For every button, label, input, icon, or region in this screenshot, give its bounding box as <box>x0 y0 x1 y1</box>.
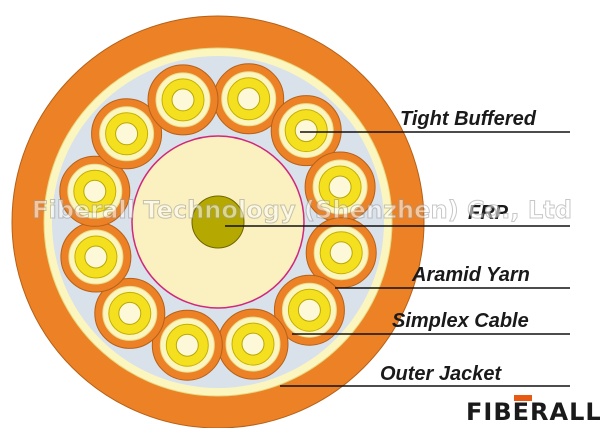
optical-fiber <box>83 179 107 203</box>
leader-lines <box>225 131 570 387</box>
simplex-cable <box>217 308 289 380</box>
label-simplex-cable: Simplex Cable <box>392 310 529 332</box>
optical-fiber <box>84 245 108 269</box>
simplex-cable <box>59 155 131 227</box>
simplex-cable <box>60 221 132 293</box>
optical-fiber <box>241 332 265 356</box>
fiberall-logo: FIBERALL <box>466 395 600 426</box>
simplex-cable <box>147 64 219 136</box>
optical-fiber <box>328 175 352 199</box>
label-outer-jacket: Outer Jacket <box>380 363 503 385</box>
simplex-cables-group <box>59 63 377 381</box>
optical-fiber <box>329 241 353 265</box>
simplex-cable <box>151 309 223 381</box>
simplex-cable <box>94 277 166 349</box>
optical-fiber <box>118 301 142 325</box>
simplex-cable <box>91 98 163 170</box>
label-aramid-yarn: Aramid Yarn <box>411 264 530 286</box>
label-frp: FRP <box>468 202 509 224</box>
optical-fiber <box>175 333 199 357</box>
optical-fiber <box>297 298 321 322</box>
optical-fiber <box>237 87 261 111</box>
simplex-cable <box>273 274 345 346</box>
optical-fiber <box>115 122 139 146</box>
simplex-cable <box>305 217 377 289</box>
watermark-text: Fiberall Technology (Shenzhen) Co., Ltd <box>32 196 572 224</box>
frp-strength-member <box>191 195 245 249</box>
simplex-cable <box>304 151 376 223</box>
fiberall-logo-text: FIBERALL <box>466 398 600 426</box>
logo-orange-accent <box>514 395 532 401</box>
optical-fiber <box>171 88 195 112</box>
optical-fiber <box>294 119 318 143</box>
label-tight-buffered: Tight Buffered <box>400 108 537 130</box>
simplex-cable <box>213 63 285 135</box>
simplex-cable <box>270 95 342 167</box>
